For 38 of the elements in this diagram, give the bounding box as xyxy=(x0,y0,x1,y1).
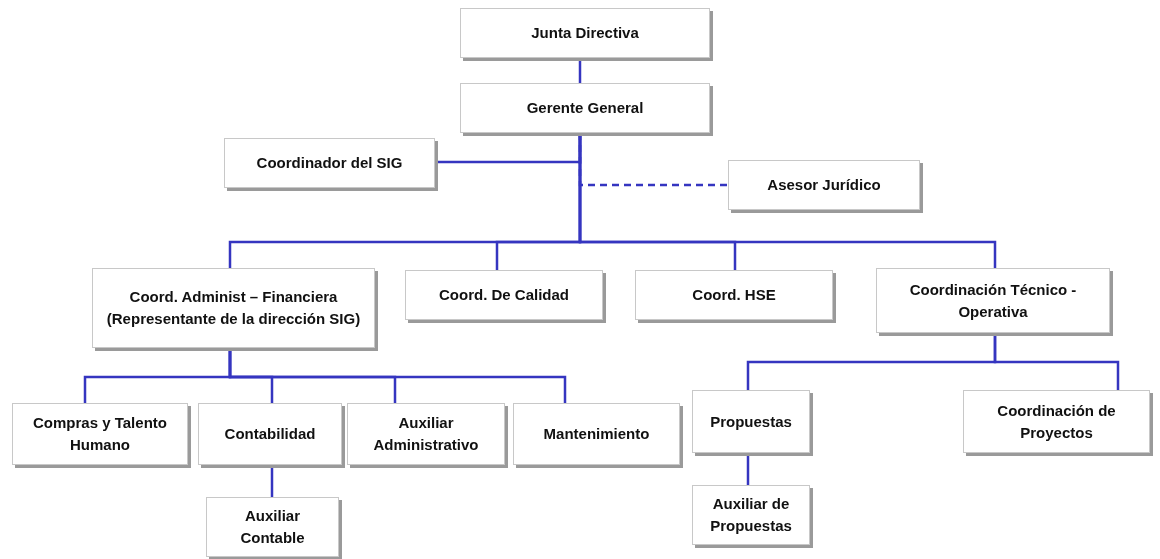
position-box xyxy=(728,160,920,210)
position-box xyxy=(198,403,342,465)
position-title: Contabilidad xyxy=(224,424,316,444)
position-box xyxy=(92,268,375,348)
position-title: Junta Directiva xyxy=(531,23,639,43)
position-box xyxy=(405,270,603,320)
position-title: Coordinación de Proyectos xyxy=(996,400,1117,443)
position-box xyxy=(206,497,339,557)
position-box xyxy=(460,8,710,58)
position-title: Coord. Administ – Financiera (Representante de la dirección SIG) xyxy=(105,287,362,329)
connector-line xyxy=(578,133,997,268)
position-box xyxy=(460,83,710,133)
position-title: Mantenimiento xyxy=(543,424,650,444)
position-box xyxy=(224,138,435,188)
position-title: Gerente General xyxy=(526,98,644,118)
position-title: Coord. De Calidad xyxy=(439,285,569,305)
position-box xyxy=(692,390,810,453)
position-box xyxy=(963,390,1150,453)
position-box xyxy=(347,403,505,465)
connector-line xyxy=(228,348,567,403)
position-title: Auxiliar Contable xyxy=(239,506,306,548)
position-title: Auxiliar Administrativo xyxy=(372,413,480,455)
position-title: Coordinador del SIG xyxy=(256,153,403,173)
position-box xyxy=(635,270,833,320)
position-title: Coordinación Técnico - Operativa xyxy=(908,279,1078,322)
connector-line xyxy=(578,58,582,83)
position-box xyxy=(513,403,680,465)
connector-line xyxy=(270,465,274,497)
position-box xyxy=(876,268,1110,333)
position-title: Auxiliar de Propuestas xyxy=(709,494,793,536)
connector-line xyxy=(746,453,750,485)
position-title: Propuestas xyxy=(710,411,792,432)
connector-line xyxy=(993,333,1120,390)
position-title: Coord. HSE xyxy=(692,285,776,305)
position-title: Asesor Jurídico xyxy=(767,175,881,195)
position-box xyxy=(12,403,188,465)
position-title: Compras y Talento Humano xyxy=(32,413,168,455)
position-box xyxy=(692,485,810,545)
